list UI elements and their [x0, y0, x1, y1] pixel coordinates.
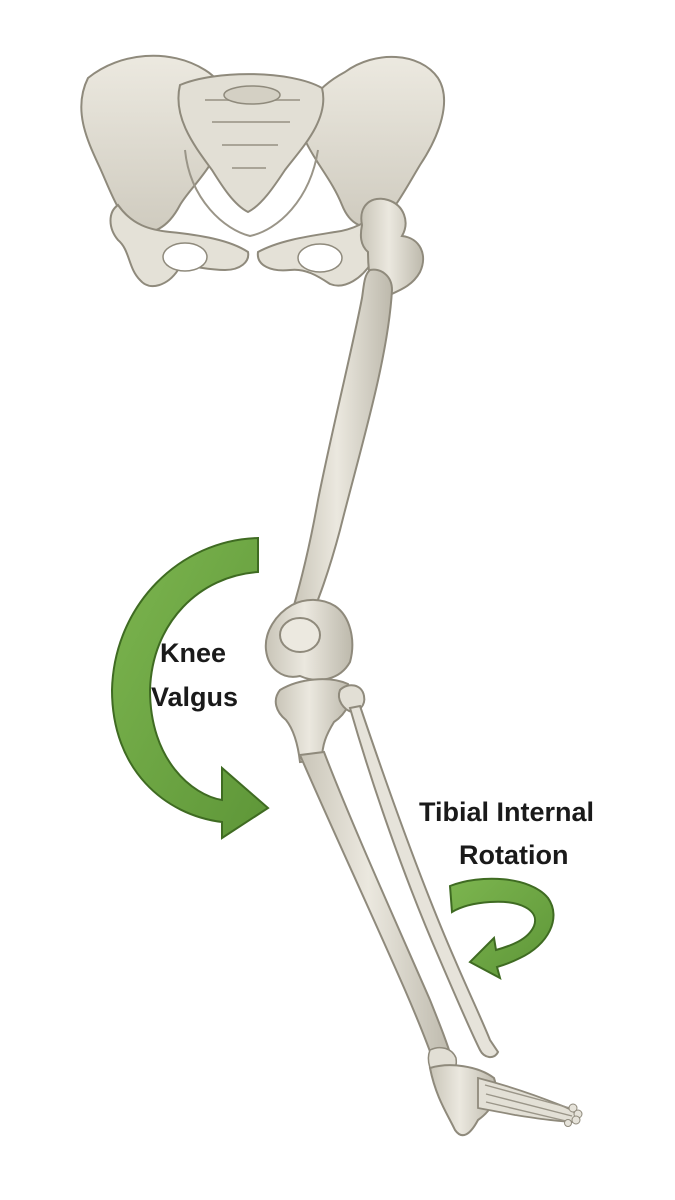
tibial-rotation-label-line1: Tibial Internal: [419, 797, 594, 827]
patella: [279, 617, 321, 653]
fibula: [338, 684, 500, 1058]
foot: [428, 1064, 583, 1137]
pelvis: [80, 54, 446, 288]
tibial-plateau: [274, 678, 352, 764]
tibial-rotation-arrow-icon: [448, 877, 555, 980]
knee-valgus-label-line1: Knee: [160, 638, 226, 668]
femur: [264, 197, 425, 681]
tibial-rotation-label-line2: Rotation: [459, 840, 568, 870]
fibular-shaft: [348, 704, 500, 1058]
knee-valgus-arrow-icon: [110, 536, 270, 840]
sacrum: [177, 73, 325, 214]
knee-valgus-label-line2: Valgus: [151, 682, 238, 712]
femoral-shaft: [290, 268, 394, 617]
tarsals-metatarsals: [477, 1076, 580, 1123]
toes: [564, 1103, 583, 1127]
